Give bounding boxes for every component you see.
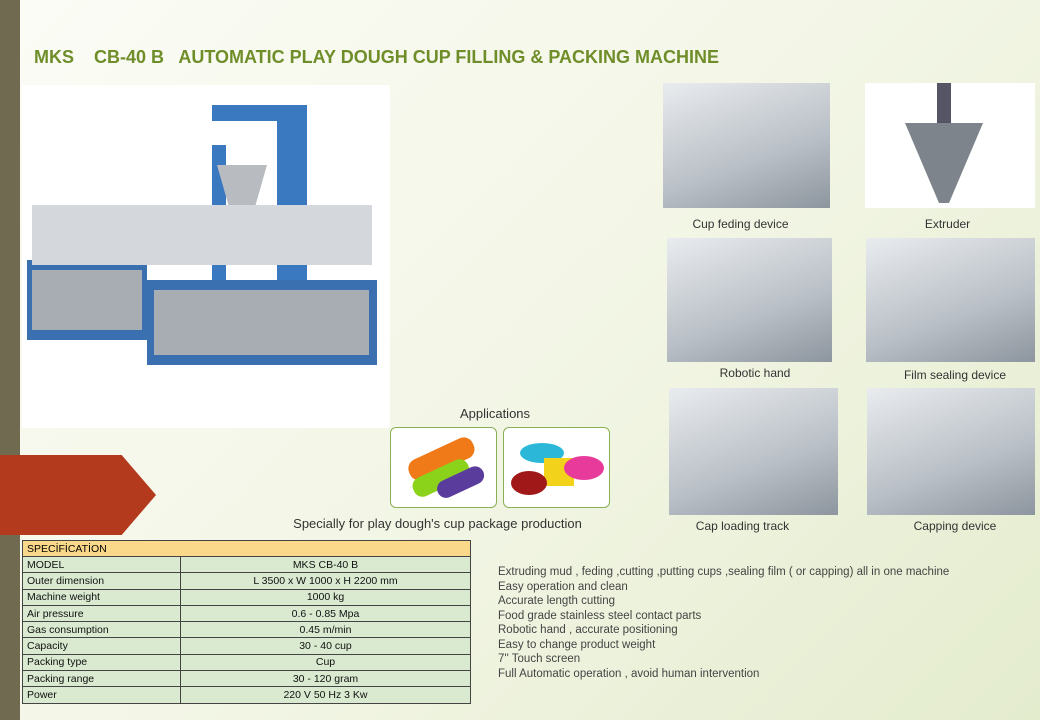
spec-label: Packing type: [22, 653, 181, 672]
caption-extruder: Extruder: [924, 217, 971, 231]
spec-value: 220 V 50 Hz 3 Kw: [180, 686, 471, 704]
spec-value: L 3500 x W 1000 x H 2200 mm: [180, 572, 471, 590]
application-photo-dough-cups: [503, 427, 610, 508]
feature-item: Easy to change product weight: [498, 638, 656, 651]
spec-label: Gas consumption: [22, 621, 181, 639]
spec-label: MODEL: [22, 555, 181, 574]
film-sealing-photo: [866, 238, 1035, 362]
feature-item: 7'' Touch screen: [498, 653, 581, 665]
feature-item: Accurate length cutting: [498, 595, 615, 607]
spec-value: 30 - 120 gram: [180, 670, 471, 688]
feature-item: Robotic hand , accurate positioning: [498, 624, 678, 636]
spec-label: Capacity: [22, 637, 181, 655]
extruder-photo: [865, 83, 1035, 208]
spec-label: Packing range: [22, 670, 181, 688]
applications-label: Applications: [459, 406, 531, 421]
feature-list: Extruding mud , feding ,cutting ,putting…: [498, 565, 949, 681]
spec-label: Outer dimension: [22, 572, 181, 590]
arrow-shape: [0, 455, 156, 535]
capping-photo: [867, 388, 1035, 515]
spec-label: Power: [22, 686, 181, 704]
feature-item: Full Automatic operation , avoid human i…: [498, 667, 760, 680]
robotic-hand-photo: [667, 238, 832, 362]
machine-photo: [22, 85, 390, 428]
caption-capping: Capping device: [913, 519, 997, 533]
spec-value: 30 - 40 cup: [180, 637, 471, 655]
spec-label: Machine weight: [22, 588, 181, 606]
feature-item: Extruding mud , feding ,cutting ,putting…: [498, 566, 950, 578]
tagline: Specially for play dough's cup package p…: [293, 516, 582, 531]
feature-item: Food grade stainless steel contact parts: [498, 609, 702, 622]
caption-film-sealing: Film sealing device: [903, 368, 1007, 382]
spec-value: 0.6 - 0.85 Mpa: [180, 604, 471, 623]
cup-feeding-photo: [663, 83, 830, 208]
page-title: MKS CB-40 B AUTOMATIC PLAY DOUGH CUP FIL…: [34, 47, 720, 67]
side-stripe: [0, 0, 20, 720]
spec-value: 0.45 m/min: [180, 621, 471, 639]
cap-loading-photo: [669, 388, 838, 515]
caption-cap-loading: Cap loading track: [695, 519, 790, 533]
application-photo-dough-rolls: [390, 427, 497, 508]
caption-robotic-hand: Robotic hand: [719, 366, 791, 380]
feature-item: Easy operation and clean: [498, 580, 628, 593]
spec-value: Cup: [180, 653, 471, 672]
spec-label: Air pressure: [22, 604, 181, 623]
spec-value: 1000 kg: [180, 588, 471, 606]
spec-header: SPECİFİCATİON: [22, 540, 471, 557]
spec-value: MKS CB-40 B: [180, 555, 471, 574]
caption-cup-feeding: Cup feding device: [692, 217, 789, 231]
